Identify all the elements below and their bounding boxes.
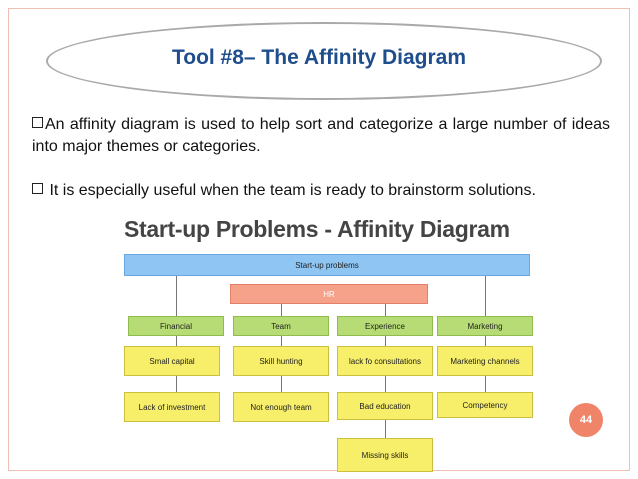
category-experience: Experience [337, 316, 433, 336]
bullet-1-text: An affinity diagram is used to help sort… [32, 116, 610, 155]
item-node: Not enough team [233, 392, 329, 422]
connector-line [385, 304, 386, 316]
bullet-2: It is especially useful when the team is… [32, 180, 610, 202]
connector-line [281, 336, 282, 346]
item-node: lack fo consultations [337, 346, 433, 376]
connector-line [485, 376, 486, 392]
connector-line [281, 376, 282, 392]
item-node: Bad education [337, 392, 433, 420]
diagram-title: Start-up Problems - Affinity Diagram [124, 216, 510, 242]
bullet-1: An affinity diagram is used to help sort… [32, 114, 610, 158]
hr-node: HR [230, 284, 428, 304]
item-node: Lack of investment [124, 392, 220, 422]
slide-title: Tool #8– The Affinity Diagram [171, 46, 467, 69]
category-marketing: Marketing [437, 316, 533, 336]
connector-line [385, 420, 386, 438]
page-number-badge: 44 [569, 403, 603, 437]
item-node: Competency [437, 392, 533, 418]
root-node: Start-up problems [124, 254, 530, 276]
checkbox-bullet-icon [32, 183, 43, 194]
connector-line [176, 336, 177, 346]
title-ellipse [46, 22, 602, 100]
slide-frame [8, 8, 630, 471]
item-node: Small capital [124, 346, 220, 376]
category-financial: Financial [128, 316, 224, 336]
checkbox-bullet-icon [32, 117, 43, 128]
item-node: Missing skills [337, 438, 433, 472]
connector-line [281, 304, 282, 316]
item-node: Marketing channels [437, 346, 533, 376]
connector-line [176, 376, 177, 392]
connector-line [485, 276, 486, 316]
connector-line [485, 336, 486, 346]
connector-line [385, 336, 386, 346]
bullet-2-text: It is especially useful when the team is… [45, 182, 536, 199]
connector-line [385, 376, 386, 392]
category-team: Team [233, 316, 329, 336]
item-node: Skill hunting [233, 346, 329, 376]
connector-line [176, 276, 177, 316]
